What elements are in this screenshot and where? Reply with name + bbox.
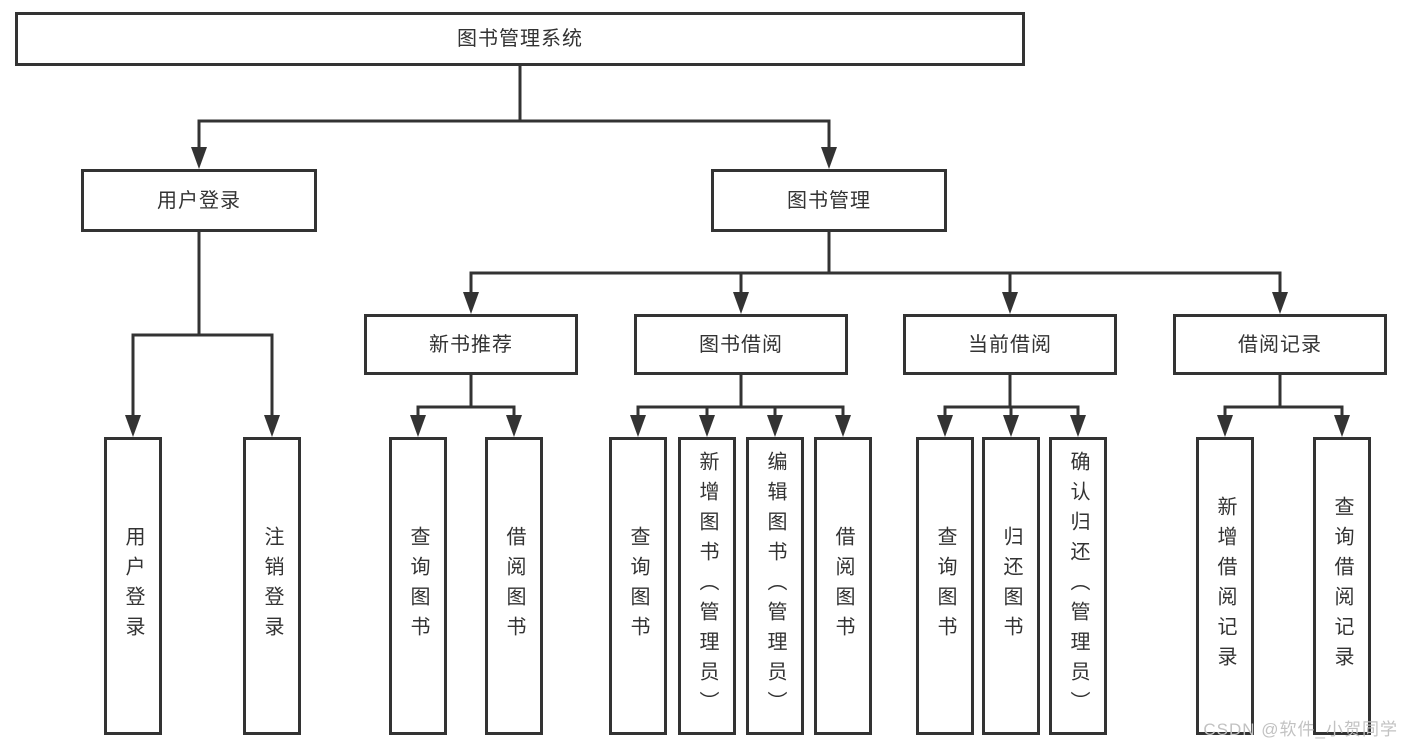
node-borrowing-records: 借阅记录: [1173, 314, 1387, 375]
leaf-add-books-admin: 新增图书（管理员）: [678, 437, 736, 735]
arrow-down-icon: [1003, 415, 1019, 437]
leaf-query-books-current: 查询图书: [916, 437, 974, 735]
leaf-query-books-borrowing: 查询图书: [609, 437, 667, 735]
leaf-edit-books-admin: 编辑图书（管理员）: [746, 437, 804, 735]
arrow-down-icon: [1217, 415, 1233, 437]
leaf-confirm-return-admin: 确认归还（管理员）: [1049, 437, 1107, 735]
leaf-borrow-books-recommend: 借阅图书: [485, 437, 543, 735]
arrow-down-icon: [1272, 292, 1288, 314]
arrow-down-icon: [191, 147, 207, 169]
leaf-logout: 注销登录: [243, 437, 301, 735]
arrow-down-icon: [767, 415, 783, 437]
arrow-down-icon: [410, 415, 426, 437]
watermark: CSDN @软件_小贺同学: [1203, 720, 1398, 739]
leaf-add-borrow-record: 新增借阅记录: [1196, 437, 1254, 735]
arrow-down-icon: [1002, 292, 1018, 314]
arrow-down-icon: [1070, 415, 1086, 437]
arrow-down-icon: [835, 415, 851, 437]
node-book-borrowing: 图书借阅: [634, 314, 848, 375]
node-user-login: 用户登录: [81, 169, 317, 232]
leaf-user-login: 用户登录: [104, 437, 162, 735]
arrow-down-icon: [1334, 415, 1350, 437]
node-current-borrowing: 当前借阅: [903, 314, 1117, 375]
node-root-library-management-system: 图书管理系统: [15, 12, 1025, 66]
arrow-down-icon: [937, 415, 953, 437]
node-new-book-recommend: 新书推荐: [364, 314, 578, 375]
arrow-down-icon: [733, 292, 749, 314]
arrow-down-icon: [463, 292, 479, 314]
leaf-query-borrow-record: 查询借阅记录: [1313, 437, 1371, 735]
arrow-down-icon: [264, 415, 280, 437]
arrow-down-icon: [630, 415, 646, 437]
leaf-query-books-recommend: 查询图书: [389, 437, 447, 735]
arrowheads: [125, 147, 1350, 437]
arrow-down-icon: [821, 147, 837, 169]
leaf-return-books: 归还图书: [982, 437, 1040, 735]
arrow-down-icon: [125, 415, 141, 437]
node-book-management: 图书管理: [711, 169, 947, 232]
leaf-borrow-books-borrowing: 借阅图书: [814, 437, 872, 735]
arrow-down-icon: [699, 415, 715, 437]
arrow-down-icon: [506, 415, 522, 437]
